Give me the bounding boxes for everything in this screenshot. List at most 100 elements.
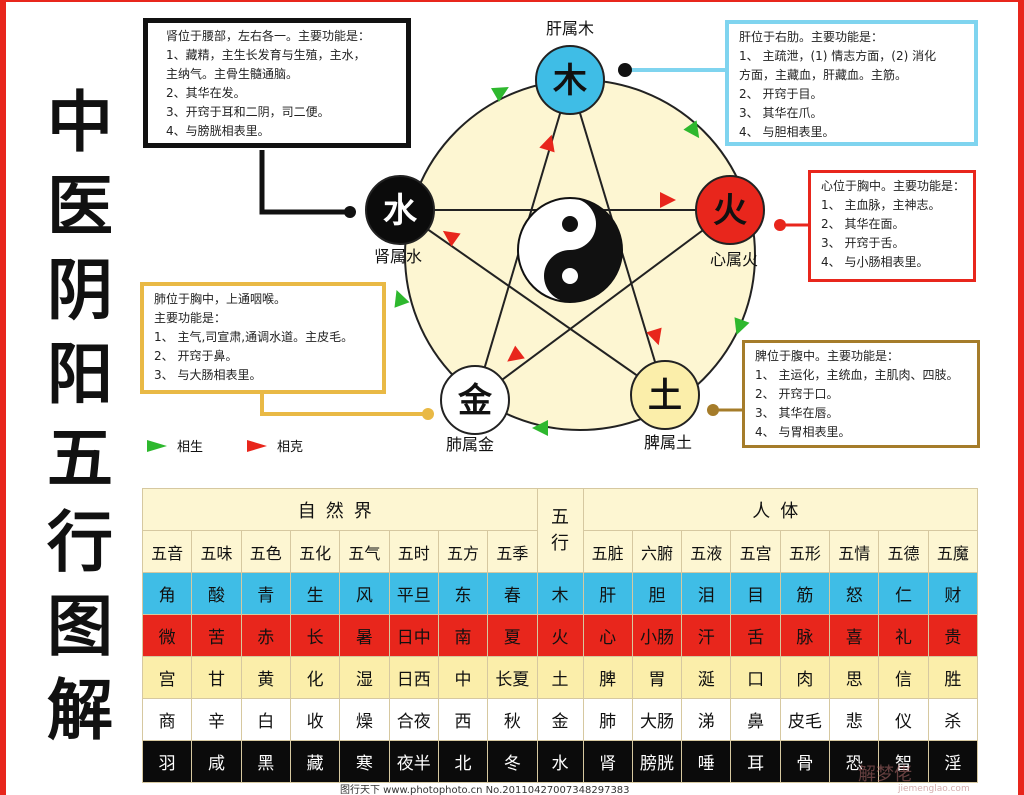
node-water-glyph: 水 (383, 191, 418, 231)
table-cell: 泪 (681, 572, 732, 615)
table-cell: 寒 (339, 740, 390, 783)
red-arrow-icon (247, 439, 267, 452)
node-water-label: 肾属水 (374, 247, 422, 266)
table-cell: 目 (730, 572, 781, 615)
node-fire: 火 心属火 (695, 175, 765, 269)
column-header: 五情 (829, 530, 880, 573)
legend-label-generate: 相生 (177, 440, 204, 455)
node-metal-glyph: 金 (457, 381, 493, 421)
restraint-arrows (442, 134, 676, 362)
column-header: 五宫 (730, 530, 781, 573)
info-line: 4、 与胆相表里。 (739, 125, 835, 139)
table-row: 商辛白收燥合夜西秋金肺大肠涕鼻皮毛悲仪杀 (141, 698, 979, 741)
table-cell: 杀 (927, 698, 979, 741)
table-cell: 信 (878, 656, 929, 699)
table-cell: 中 (437, 656, 489, 699)
info-line: 肾位于腰部，左右各一。主要功能是： (166, 29, 371, 43)
table-cell: 舌 (730, 614, 781, 657)
header-human: 人体 (582, 488, 978, 531)
column-header: 五季 (487, 530, 538, 573)
title-char: 医 (47, 167, 113, 245)
table-cell: 辛 (191, 698, 242, 741)
table-cell: 喜 (829, 614, 880, 657)
table-cell: 脉 (779, 614, 831, 657)
table-cell: 鼻 (730, 698, 781, 741)
connector-dot (422, 408, 434, 420)
table-row: 羽咸黑藏寒夜半北冬水肾膀胱唾耳骨恐智淫 (141, 740, 979, 783)
table-cell: 日中 (388, 614, 439, 657)
table-cell: 贵 (927, 614, 979, 657)
connector-dot (774, 219, 786, 231)
connector-dot (707, 404, 719, 416)
watermark-sub: jiemenglao.com (898, 784, 970, 794)
column-header: 五液 (681, 530, 732, 573)
table-cell: 肝 (582, 572, 633, 615)
info-line: 2、 开窍于口。 (755, 387, 839, 401)
node-metal: 金 肺属金 (440, 365, 510, 454)
column-header: 五脏 (582, 530, 633, 573)
info-line: 1、 主运化，主统血，主肌肉、四肢。 (755, 368, 959, 382)
header-nature: 自然界 (142, 488, 538, 531)
table-cell: 涕 (681, 698, 732, 741)
column-header: 六腑 (631, 530, 683, 573)
info-line: 1、 主疏泄，(1) 情志方面，(2) 消化 (739, 49, 937, 63)
table-cell: 羽 (141, 740, 193, 783)
info-line: 4、 与小肠相表里。 (821, 255, 929, 269)
info-box-heart: 心位于胸中。主要功能是： 1、 主血脉，主神志。 2、 其华在面。 3、 开窍于… (808, 170, 976, 282)
restraint-line-earth-water (399, 209, 666, 396)
table-cell: 湿 (339, 656, 390, 699)
table-cell: 胃 (631, 656, 683, 699)
table-cell: 夜半 (388, 740, 439, 783)
table-cell: 黄 (240, 656, 291, 699)
table-cell: 胆 (631, 572, 683, 615)
title-char: 解 (47, 671, 113, 749)
title-char: 图 (47, 587, 113, 665)
table-cell-wuxing: 木 (536, 572, 584, 615)
table-cell: 财 (927, 572, 979, 615)
table-cell: 骨 (779, 740, 831, 783)
vertical-title: 中 医 阴 阳 五 行 图 解 (30, 80, 130, 752)
table-cell: 肉 (779, 656, 831, 699)
table-cell: 肺 (582, 698, 633, 741)
info-line: 主纳气。主骨生髓通脑。 (166, 67, 299, 81)
column-header: 五魔 (927, 530, 979, 573)
restraint-arrow (442, 230, 461, 247)
column-header: 五形 (779, 530, 831, 573)
table-cell: 咸 (191, 740, 242, 783)
column-header: 五方 (437, 530, 489, 573)
info-line: 3、 其华在唇。 (755, 406, 839, 420)
info-line: 脾位于腹中。主要功能是： (755, 349, 900, 363)
table-cell: 肾 (582, 740, 633, 783)
info-box-liver: 肝位于右肋。主要功能是： 1、 主疏泄，(1) 情志方面，(2) 消化 方面，主… (725, 20, 978, 146)
connector-dot (344, 206, 356, 218)
title-char: 阴 (47, 251, 113, 329)
table-cell: 收 (289, 698, 341, 741)
node-earth-glyph: 土 (648, 376, 682, 416)
node-earth-label: 脾属土 (644, 433, 692, 452)
title-char: 行 (47, 503, 113, 581)
info-line: 肝位于右肋。主要功能是： (739, 30, 884, 44)
table-cell: 北 (437, 740, 489, 783)
table-cell: 怒 (829, 572, 880, 615)
info-box-kidney: 肾位于腰部，左右各一。主要功能是： 1、藏精，主生长发育与生殖，主水， 主纳气。… (143, 18, 411, 148)
table-cell: 平旦 (388, 572, 439, 615)
table-cell: 南 (437, 614, 489, 657)
info-line: 2、 开窍于鼻。 (154, 349, 238, 363)
table-cell: 暑 (339, 614, 390, 657)
table-cell: 耳 (730, 740, 781, 783)
restraint-arrow (646, 327, 662, 346)
table-cell: 苦 (191, 614, 242, 657)
table-cell: 风 (339, 572, 390, 615)
table-row: 宫甘黄化湿日西中长夏土脾胃涎口肉思信胜 (141, 656, 979, 699)
connector-lung (260, 394, 428, 416)
node-water: 水 肾属水 (365, 175, 435, 266)
info-line: 4、与膀胱相表里。 (166, 124, 270, 138)
info-line: 3、 开窍于舌。 (821, 236, 905, 250)
table-cell: 生 (289, 572, 341, 615)
table-cell: 西 (437, 698, 489, 741)
table-cell: 汗 (681, 614, 732, 657)
header-wuxing: 五行 (536, 488, 584, 573)
watermark: 解梦佬 jiemenglao.com (858, 760, 970, 794)
info-line: 3、 其华在爪。 (739, 106, 823, 120)
